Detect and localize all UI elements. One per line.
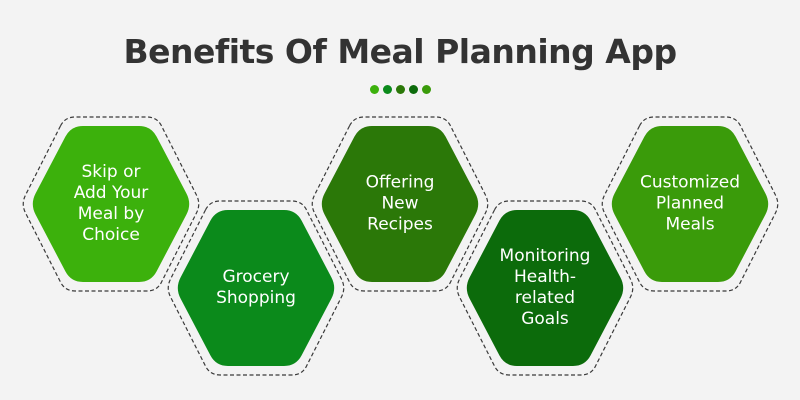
hexagon-fill: [321, 126, 479, 282]
benefit-label-grocery-shopping: Grocery Shopping: [216, 267, 296, 308]
dashed-outline: [601, 116, 779, 292]
benefit-hexagon-offering-new-recipes: [311, 116, 489, 292]
decorative-dots: [0, 85, 800, 94]
benefit-label-customized-planned-meals: Customized Planned Meals: [639, 172, 741, 235]
dot-2: [382, 85, 392, 94]
page-title: Benefits Of Meal Planning App: [123, 32, 677, 71]
benefit-hexagon-grocery-shopping: [167, 200, 345, 376]
hexagon-fill: [177, 210, 335, 366]
hexagon-fill: [32, 126, 190, 282]
dashed-outline: [22, 116, 200, 292]
dashed-outline: [311, 116, 489, 292]
benefit-hexagon-skip-or-add-meal: [22, 116, 200, 292]
benefit-label-skip-or-add-meal: Skip or Add Your Meal by Choice: [73, 162, 149, 245]
hexagon-fill: [611, 126, 769, 282]
benefit-hexagon-customized-planned-meals: [601, 116, 779, 292]
dot-5: [421, 85, 431, 94]
dot-3: [395, 85, 405, 94]
benefit-hexagon-monitoring-health-goals: [456, 200, 634, 376]
hexagon-fill: [466, 210, 624, 366]
dot-4: [408, 85, 418, 94]
dashed-outline: [167, 200, 345, 376]
benefit-label-monitoring-health-goals: Monitoring Health- related Goals: [499, 246, 591, 329]
dot-1: [369, 85, 379, 94]
benefit-label-offering-new-recipes: Offering New Recipes: [365, 172, 435, 235]
dashed-outline: [456, 200, 634, 376]
